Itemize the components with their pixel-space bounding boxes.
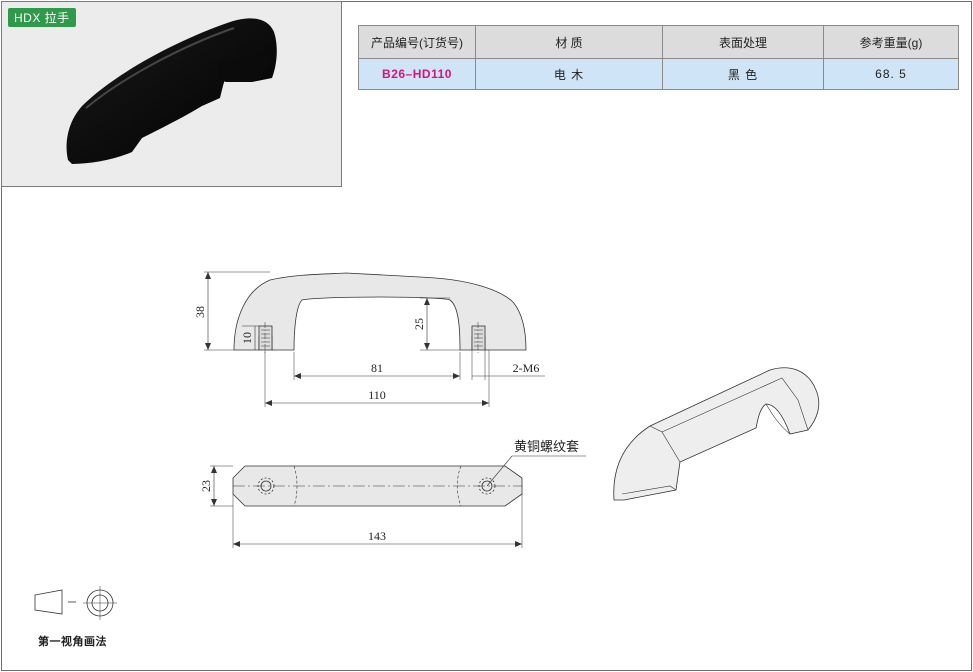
product-tag: HDX 拉手 <box>8 8 76 27</box>
dim-length: 143 <box>368 529 386 543</box>
dim-height-total: 38 <box>193 306 207 318</box>
dim-hole-spacing: 110 <box>368 388 386 402</box>
header-finish: 表面处理 <box>662 25 824 59</box>
header-code: 产品编号(订货号) <box>358 25 476 59</box>
cell-material: 电 木 <box>475 58 663 90</box>
isometric-view-outline <box>613 367 820 501</box>
handle-photo-image <box>66 18 277 164</box>
dim-thread: 2-M6 <box>513 361 540 375</box>
spec-data-row: B26–HD110 电 木 黑 色 68. 5 <box>358 58 959 90</box>
product-photo: HDX 拉手 <box>1 1 342 187</box>
front-view-outline <box>233 272 527 351</box>
projection-label: 第一视角画法 <box>38 636 107 648</box>
header-material: 材 质 <box>475 25 663 59</box>
dim-inner-height: 25 <box>412 318 426 330</box>
cell-weight: 68. 5 <box>823 58 959 90</box>
dim-width: 23 <box>199 480 213 492</box>
brass-insert-label: 黄铜螺纹套 <box>514 439 579 454</box>
cell-finish: 黑 色 <box>662 58 824 90</box>
spec-header-row: 产品编号(订货号) 材 质 表面处理 参考重量(g) <box>358 25 959 59</box>
dim-thread-depth: 10 <box>240 332 254 344</box>
header-weight: 参考重量(g) <box>823 25 959 59</box>
cell-code: B26–HD110 <box>358 58 476 90</box>
dim-inner-width: 81 <box>371 361 383 375</box>
spec-table: 产品编号(订货号) 材 质 表面处理 参考重量(g) B26–HD110 电 木… <box>358 25 959 90</box>
